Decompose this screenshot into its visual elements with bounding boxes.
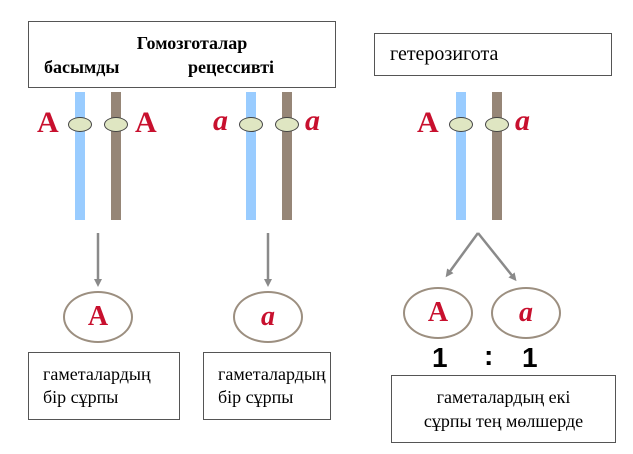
homozygote-header-box: Гомозготалар басымды рецессивті — [28, 21, 336, 88]
centromere — [104, 117, 128, 132]
caption-line: сұрпы тең мөлшерде — [423, 411, 584, 431]
heterozygote-header-box: гетерозигота — [374, 33, 612, 76]
caption-line: бір сұрпы — [43, 387, 119, 407]
centromere — [275, 117, 299, 132]
chromosome-brown — [282, 92, 292, 220]
allele-label: A — [135, 106, 157, 139]
centromere — [449, 117, 473, 132]
chromosome-blue — [75, 92, 85, 220]
chromosome-brown — [111, 92, 121, 220]
caption-box-dominant: гаметалардың бір сұрпы — [28, 352, 180, 420]
caption-line: бір сұрпы — [218, 387, 294, 407]
gamete-recessive: a — [233, 291, 303, 343]
arrow-split-left-icon — [445, 232, 480, 278]
dominant-label: басымды — [44, 57, 120, 77]
ratio-left: 1 — [432, 342, 448, 373]
arrow-split-right-icon — [477, 232, 517, 282]
caption-line: гаметалардың — [43, 364, 151, 384]
allele-label: A — [417, 106, 439, 139]
allele-label: a — [213, 104, 228, 137]
recessive-label: рецессивті — [188, 57, 275, 77]
allele-label: a — [515, 104, 530, 137]
chromosome-blue — [246, 92, 256, 220]
ratio-right: 1 — [522, 342, 538, 373]
allele-label: A — [37, 106, 59, 139]
gamete-dominant: A — [403, 287, 473, 339]
centromere — [485, 117, 509, 132]
gamete-recessive: a — [491, 287, 561, 339]
gamete-dominant: A — [63, 291, 133, 343]
heterozygote-title: гетерозигота — [390, 43, 499, 65]
caption-line: гаметалардың — [218, 364, 326, 384]
centromere — [68, 117, 92, 132]
allele-label: a — [305, 104, 320, 137]
caption-box-heterozygous: гаметалардың екі сұрпы тең мөлшерде — [391, 375, 616, 443]
chromosome-brown — [492, 92, 502, 220]
chromosome-blue — [456, 92, 466, 220]
caption-line: гаметалардың екі — [436, 387, 571, 407]
caption-box-recessive: гаметалардың бір сұрпы — [203, 352, 331, 420]
ratio-separator: : — [484, 340, 494, 371]
centromere — [239, 117, 263, 132]
homozygote-title: Гомозготалар — [136, 33, 248, 53]
